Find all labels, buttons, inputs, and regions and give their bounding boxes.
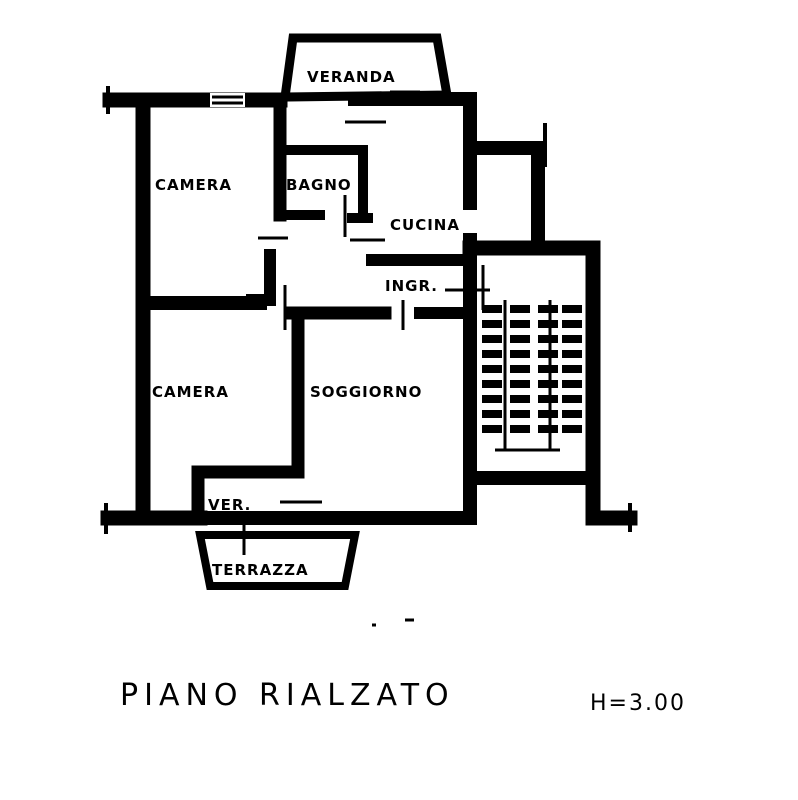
walls: [100, 33, 638, 627]
stair-step: [562, 380, 582, 388]
label-ingresso: INGR.: [385, 277, 438, 295]
label-terrazza: TERRAZZA: [212, 561, 309, 579]
stair-step: [482, 320, 502, 328]
stair-step: [510, 410, 530, 418]
wall-bagno: [275, 145, 368, 220]
stair-step: [562, 320, 582, 328]
stair-step: [510, 380, 530, 388]
stair-step: [562, 350, 582, 358]
stair-step: [510, 350, 530, 358]
stair-step: [538, 410, 558, 418]
stair-step: [538, 350, 558, 358]
stair-step: [562, 365, 582, 373]
stair-step: [482, 350, 502, 358]
label-camera-top: CAMERA: [155, 176, 232, 194]
label-bagno: BAGNO: [286, 176, 352, 194]
label-cucina: CUCINA: [390, 216, 460, 234]
wall-ingresso-left: [246, 249, 276, 306]
stair-step: [538, 305, 558, 313]
stair-step: [482, 335, 502, 343]
stair-step: [538, 425, 558, 433]
stair-step: [510, 305, 530, 313]
stair-step: [510, 320, 530, 328]
wall-camera-soggiorno: [191, 306, 305, 525]
wall-cucina-right: [463, 141, 545, 247]
stair-step: [562, 305, 582, 313]
stair-step: [482, 410, 502, 418]
stair-step: [482, 395, 502, 403]
label-camera-bottom: CAMERA: [152, 383, 229, 401]
stair-step: [538, 380, 558, 388]
wall-soggiorno-right: [198, 233, 477, 525]
label-ver: VER.: [208, 496, 251, 514]
stair-step: [510, 365, 530, 373]
room-labels: VERANDA CAMERA BAGNO CUCINA INGR. CAMERA…: [152, 68, 460, 579]
stair-step: [538, 335, 558, 343]
stair-step: [482, 380, 502, 388]
wall-stair: [462, 240, 638, 526]
stair-step: [562, 425, 582, 433]
window-camera: [210, 93, 245, 107]
stair-step: [562, 395, 582, 403]
height-label: H=3.00: [590, 691, 686, 716]
stair-step: [482, 365, 502, 373]
label-veranda: VERANDA: [307, 68, 396, 86]
stair-step: [510, 425, 530, 433]
stair-step: [510, 395, 530, 403]
label-soggiorno: SOGGIORNO: [310, 383, 422, 401]
wall-cucina-top: [348, 92, 477, 210]
stair-step: [538, 320, 558, 328]
staircase: [482, 300, 582, 452]
stair-step: [562, 335, 582, 343]
stair-step: [510, 335, 530, 343]
stair-step: [562, 410, 582, 418]
stair-step: [538, 365, 558, 373]
stair-step: [538, 395, 558, 403]
stair-step: [482, 425, 502, 433]
plan-title: PIANO RIALZATO: [120, 678, 455, 713]
terrazza-outline: [195, 531, 360, 590]
stair-step: [482, 305, 502, 313]
